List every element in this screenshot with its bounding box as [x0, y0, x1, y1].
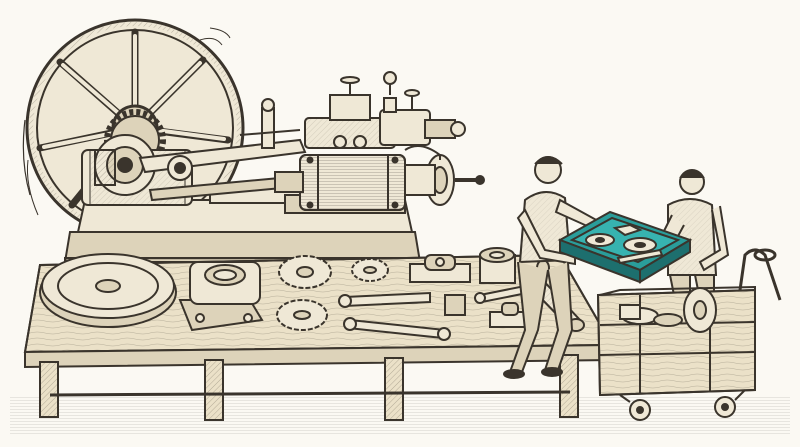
- crankshaft: [94, 134, 156, 196]
- gear-large: [278, 255, 332, 289]
- gear-small-2: [276, 299, 328, 331]
- steam-valves: [333, 71, 420, 149]
- teal-tray: [557, 210, 693, 284]
- large-disc: [39, 253, 177, 328]
- cart-contents: [619, 287, 717, 333]
- gear-small-1: [351, 258, 389, 282]
- cart-wheels: [619, 389, 746, 421]
- cylinder-part: [479, 247, 516, 284]
- side-flywheel: [404, 145, 485, 206]
- bearing-block: [178, 261, 264, 332]
- pillow-block: [409, 254, 471, 283]
- steam-cylinder: [274, 154, 406, 211]
- valve-chest: [304, 94, 466, 149]
- connecting-rods: [338, 283, 534, 341]
- worker-left: [503, 156, 602, 379]
- governor-linkage: [239, 98, 301, 149]
- small-bracket: [444, 294, 531, 328]
